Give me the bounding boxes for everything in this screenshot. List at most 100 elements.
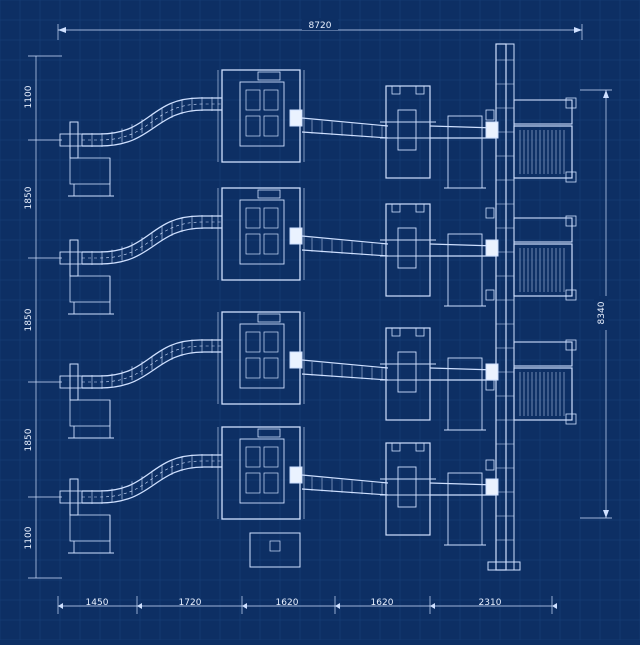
control-box [249, 532, 301, 568]
production-line-2 [59, 187, 577, 315]
buffer-corner [415, 327, 425, 337]
gantry-clamp [485, 109, 495, 121]
transfer-conveyor-top [301, 117, 389, 127]
cabinet-handle [257, 71, 281, 81]
gantry-clamp [485, 207, 495, 219]
dim-arrow [58, 603, 63, 609]
dim-arrow [430, 603, 435, 609]
dim-arrow [137, 603, 142, 609]
packing-station [513, 243, 573, 297]
packing-station-top [513, 217, 573, 243]
cabinet-inner [239, 199, 285, 265]
buffer-core [397, 227, 417, 269]
buffer-corner [391, 203, 401, 213]
dim-left-2: 1850 [24, 186, 34, 209]
cabinet-module [263, 357, 279, 379]
transfer-conveyor-bottom [301, 373, 389, 381]
cabinet-inner [239, 81, 285, 147]
dim-arrow [242, 603, 247, 609]
transfer-conveyor-top [301, 235, 389, 245]
buffer-corner [391, 85, 401, 95]
outfeed-top [429, 125, 497, 129]
cabinet-module [263, 233, 279, 255]
cabinet-module [263, 207, 279, 229]
dim-left-5: 1100 [24, 526, 34, 549]
transfer-conveyor-top [301, 359, 389, 369]
buffer-core [397, 109, 417, 151]
packing-fitting [565, 339, 577, 351]
buffer-corner [391, 327, 401, 337]
transfer-conveyor-bottom [301, 249, 389, 257]
transfer-conveyor-bottom [301, 488, 389, 496]
packing-fitting [565, 215, 577, 227]
cabinet-module [245, 446, 261, 468]
dim-bottom-2: 1720 [179, 598, 202, 608]
top-dimension: 8720 [57, 18, 583, 40]
transfer-gantry [485, 43, 521, 571]
cabinet-module [263, 472, 279, 494]
cabinet-module [263, 89, 279, 111]
gantry-clamp [485, 289, 495, 301]
packing-station [513, 125, 573, 179]
cabinet-window [289, 466, 303, 484]
transfer-conveyor-top [301, 474, 389, 484]
gantry-pickup [485, 121, 499, 139]
dim-bottom-4: 1620 [371, 598, 394, 608]
cabinet-window [289, 227, 303, 245]
left-dimensions: 1100 1850 1850 1850 1100 [24, 55, 62, 579]
gantry-foot [487, 561, 521, 571]
cabinet-handle [257, 313, 281, 323]
outfeed-top [429, 243, 497, 247]
dim-total-height: 8340 [597, 301, 607, 324]
packing-station [513, 367, 573, 421]
gantry-pickup [485, 363, 499, 381]
outfeed-top [429, 367, 497, 371]
cabinet-module [245, 89, 261, 111]
dim-total-width: 8720 [309, 21, 332, 31]
buffer-unit [385, 85, 431, 179]
conveyor-edge-bottom [82, 466, 222, 504]
dim-bottom-3: 1620 [276, 598, 299, 608]
cabinet-module [245, 472, 261, 494]
control-panel [269, 540, 281, 552]
cabinet-window [289, 109, 303, 127]
cabinet-module [245, 331, 261, 353]
dim-left-1: 1100 [24, 85, 34, 108]
cabinet-module [245, 115, 261, 137]
cabinet-inner [239, 438, 285, 504]
production-line-1 [59, 69, 577, 197]
buffer-unit [385, 327, 431, 421]
packing-fitting [565, 171, 577, 183]
packing-station-top [513, 341, 573, 367]
gantry-pickup [485, 239, 499, 257]
cabinet-handle [257, 428, 281, 438]
buffer-unit [385, 203, 431, 297]
conveyor-edge-bottom [82, 109, 222, 147]
cabinet-window [289, 351, 303, 369]
right-dimension: 8340 [580, 89, 612, 519]
buffer-corner [415, 203, 425, 213]
cabinet-module [245, 233, 261, 255]
buffer-core [397, 466, 417, 508]
buffer-corner [415, 442, 425, 452]
dim-bottom-5: 2310 [479, 598, 502, 608]
cabinet-module [245, 357, 261, 379]
buffer-unit [385, 442, 431, 536]
packing-fitting [565, 97, 577, 109]
dim-arrow [335, 603, 340, 609]
cabinet-inner [239, 323, 285, 389]
cabinet-module [263, 331, 279, 353]
packing-fitting [565, 413, 577, 425]
packing-station-top [513, 99, 573, 125]
conveyor-edge-bottom [82, 351, 222, 389]
production-line-3 [59, 311, 577, 439]
dim-bottom-1: 1450 [86, 598, 109, 608]
cabinet-module [263, 446, 279, 468]
cabinet-module [263, 115, 279, 137]
cabinet-handle [257, 189, 281, 199]
production-line-4 [59, 426, 499, 568]
cabinet-module [245, 207, 261, 229]
outfeed-top [429, 482, 497, 486]
packing-fitting [565, 289, 577, 301]
